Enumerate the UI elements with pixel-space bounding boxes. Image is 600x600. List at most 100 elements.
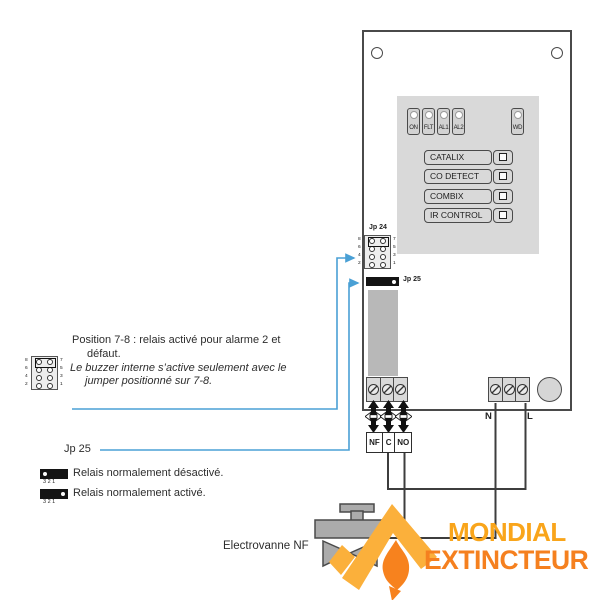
pin-5: [47, 367, 53, 373]
screw-terminal: [488, 377, 503, 402]
mode-row-combix: COMBIX: [424, 189, 492, 204]
pin-number: 2: [358, 261, 361, 266]
valve-cap: [339, 503, 375, 513]
mode-checkbox-catalix: [493, 150, 513, 165]
jp25-pin-numbers: 3 2 1: [43, 499, 56, 505]
checkbox-square: [499, 153, 507, 162]
terminal-label-l: L: [527, 411, 533, 422]
electrovalve-symbol: [314, 503, 383, 568]
pin-3: [47, 375, 53, 381]
mains-terminal-block: [488, 377, 531, 402]
pin-8: [36, 359, 42, 365]
relay-strip: [368, 290, 398, 376]
checkbox-square: [499, 172, 507, 181]
buzzer: [537, 377, 562, 402]
pin-number: 7: [60, 358, 63, 363]
wire-no-to-valve: [377, 453, 406, 522]
pin-number: 5: [393, 245, 396, 250]
led-wd: WD: [511, 108, 524, 135]
pin-number: 4: [25, 374, 28, 379]
mode-checkbox-co-detect: [493, 169, 513, 184]
jumper-dot: [43, 472, 47, 476]
mode-row-catalix: CATALIX: [424, 150, 492, 165]
pin-1: [47, 383, 53, 389]
terminal-label-nf: NF: [366, 432, 383, 453]
note-line-2: défaut.: [87, 347, 121, 360]
led-label: AL1: [438, 125, 449, 131]
note-line-3: Le buzzer interne s’active seulement ave…: [70, 361, 287, 374]
led-label: ON: [409, 125, 418, 131]
pin-8: [369, 238, 375, 244]
pin-number: 1: [60, 382, 63, 387]
mounting-hole-right: [551, 47, 563, 59]
logo-word-extincteur: EXTINCTEUR: [424, 545, 589, 575]
pin-number: 2: [25, 382, 28, 387]
relay-activated-text: Relais normalement activé.: [73, 487, 206, 499]
relay-contact-labels: NF C NO: [366, 432, 413, 453]
note-line-4: jumper positionné sur 7-8.: [85, 375, 213, 388]
mode-checkbox-combix: [493, 189, 513, 204]
screw-terminal: [393, 377, 409, 402]
jp25-jumper: [366, 277, 399, 286]
jp25-legend-activated: [40, 489, 68, 499]
jp24-label: Jp 24: [369, 224, 387, 231]
valve-body: [314, 519, 383, 539]
jp25-callout-label: Jp 25: [64, 443, 91, 455]
jp24-jumper-block: 8 6 4 2 7 5 3 1: [358, 235, 396, 269]
pin-3: [380, 254, 386, 260]
jumper-dot: [392, 279, 396, 284]
terminal-label-no: NO: [394, 432, 413, 453]
pin-4: [36, 375, 42, 381]
mode-row-co-detect: CO DETECT: [424, 169, 492, 184]
pin-number: 5: [60, 366, 63, 371]
led-label: WD: [512, 125, 523, 131]
relay-terminal-block: [366, 377, 409, 402]
pin-6: [369, 246, 375, 252]
led-lens: [424, 111, 433, 119]
jumper-frame: [364, 235, 391, 269]
pin-number: 3: [393, 253, 396, 258]
led-on: ON: [407, 108, 420, 135]
jp24-legend-block: 8 6 4 2 7 5 3 1: [25, 356, 63, 390]
pin-number: 1: [393, 261, 396, 266]
terminal-label-n: N: [485, 411, 492, 422]
pin-number: 6: [358, 245, 361, 250]
jumper-7-8: [368, 237, 389, 247]
pin-6: [36, 367, 42, 373]
four-way-arrow-icon: [395, 400, 412, 433]
pin-number: 3: [60, 374, 63, 379]
checkbox-square: [499, 192, 507, 201]
led-label: FLT: [423, 125, 434, 131]
pin-number: 8: [358, 237, 361, 242]
screw-terminal: [515, 377, 531, 402]
led-lens: [513, 111, 522, 119]
mounting-hole-left: [371, 47, 383, 59]
mode-row-ir-control: IR CONTROL: [424, 208, 492, 223]
pin-4: [369, 254, 375, 260]
pin-2: [36, 383, 42, 389]
pin-2: [369, 262, 375, 268]
screw-terminal: [379, 377, 395, 402]
four-way-arrow-icon: [365, 400, 382, 433]
pin-7: [47, 359, 53, 365]
pin-number: 6: [25, 366, 28, 371]
led-flt: FLT: [422, 108, 435, 135]
valve-stem: [350, 510, 364, 522]
jumper-frame: [31, 356, 58, 390]
valve-bowtie-left: [322, 539, 352, 568]
led-lens: [439, 111, 448, 119]
led-lens: [409, 111, 418, 119]
jumper-7-8: [35, 358, 56, 368]
valve-bowtie-right: [348, 539, 378, 568]
jp25-board-label: Jp 25: [403, 276, 421, 283]
checkbox-square: [499, 211, 507, 220]
logo-word-mondial: MONDIAL: [448, 517, 566, 547]
jumper-dot: [61, 492, 65, 496]
pin-5: [380, 246, 386, 252]
pin-1: [380, 262, 386, 268]
jp25-legend-deactivated: [40, 469, 68, 479]
pin-7: [380, 238, 386, 244]
position-note: Position 7-8 : relais activé pour alarme…: [70, 334, 287, 389]
jp25-pin-numbers: 3 2 1: [43, 479, 56, 485]
